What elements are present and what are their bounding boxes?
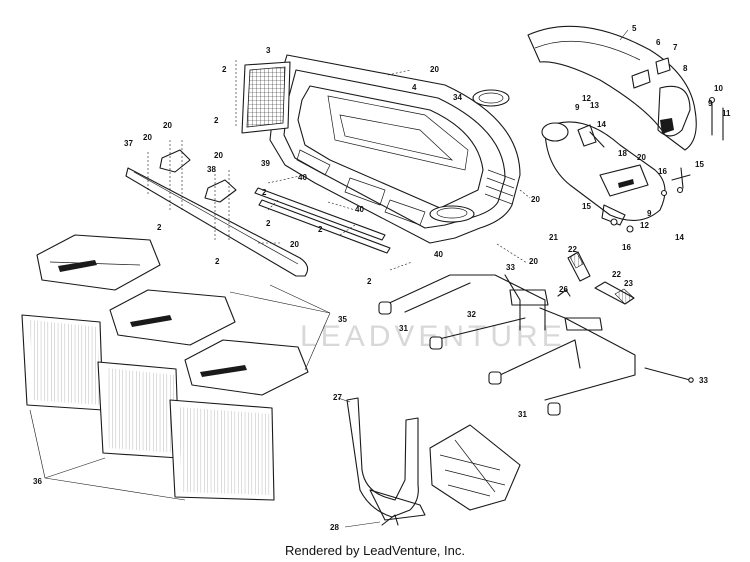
callout-9: 9 bbox=[575, 103, 580, 112]
chute-hardware-parts bbox=[631, 57, 724, 141]
callout-8: 8 bbox=[683, 64, 688, 73]
pins-parts-21-22-23 bbox=[567, 251, 635, 305]
callout-15: 15 bbox=[695, 160, 704, 169]
callout-9: 9 bbox=[647, 209, 652, 218]
callout-35: 35 bbox=[338, 315, 347, 324]
callout-40: 40 bbox=[355, 205, 364, 214]
discharge-chute-part-5 bbox=[527, 25, 697, 221]
callout-14: 14 bbox=[597, 120, 606, 129]
callout-2: 2 bbox=[222, 65, 227, 74]
callout-3: 3 bbox=[266, 46, 271, 55]
chute-bracket-parts bbox=[577, 124, 691, 233]
callout-20: 20 bbox=[531, 195, 540, 204]
callout-40: 40 bbox=[434, 250, 443, 259]
callout-39: 39 bbox=[261, 159, 270, 168]
callout-37: 37 bbox=[124, 139, 133, 148]
screen-part-3 bbox=[241, 61, 291, 134]
callout-20: 20 bbox=[163, 121, 172, 130]
callout-16: 16 bbox=[622, 243, 631, 252]
callout-2: 2 bbox=[262, 188, 267, 197]
callout-11: 11 bbox=[722, 109, 731, 118]
callout-2: 2 bbox=[215, 257, 220, 266]
grass-bag-3 bbox=[169, 339, 309, 501]
bag-frame-part-32 bbox=[384, 274, 694, 401]
callout-33: 33 bbox=[699, 376, 708, 385]
callout-20: 20 bbox=[430, 65, 439, 74]
callout-20: 20 bbox=[214, 151, 223, 160]
callout-22: 22 bbox=[568, 245, 577, 254]
hardware-bolts bbox=[147, 60, 531, 271]
callout-2: 2 bbox=[266, 219, 271, 228]
render-credit: Rendered by LeadVenture, Inc. bbox=[285, 543, 465, 558]
tube-caps-part-31 bbox=[378, 301, 561, 416]
handle-part-27 bbox=[346, 397, 426, 526]
callout-20: 20 bbox=[637, 153, 646, 162]
callout-31: 31 bbox=[399, 324, 408, 333]
callout-2: 2 bbox=[157, 223, 162, 232]
callout-21: 21 bbox=[549, 233, 558, 242]
bag-plate-part bbox=[429, 424, 521, 511]
callout-4: 4 bbox=[412, 83, 417, 92]
callout-12: 12 bbox=[640, 221, 649, 230]
top-cover-part-4 bbox=[269, 54, 521, 244]
callout-6: 6 bbox=[656, 38, 661, 47]
callout-27: 27 bbox=[333, 393, 342, 402]
callout-2: 2 bbox=[214, 116, 219, 125]
callout-9: 9 bbox=[708, 99, 713, 108]
callout-28: 28 bbox=[330, 523, 339, 532]
ring-part-34 bbox=[472, 89, 510, 107]
callout-2: 2 bbox=[318, 225, 323, 234]
callout-2: 2 bbox=[367, 277, 372, 286]
callout-40: 40 bbox=[298, 173, 307, 182]
callout-18: 18 bbox=[618, 149, 627, 158]
callout-33: 33 bbox=[506, 263, 515, 272]
callout-5: 5 bbox=[632, 24, 637, 33]
grass-bag-2 bbox=[97, 289, 236, 459]
callout-23: 23 bbox=[624, 279, 633, 288]
callout-10: 10 bbox=[714, 84, 723, 93]
callout-numbers: 2 3 20 4 34 5 6 7 8 10 9 11 12 13 9 14 2… bbox=[33, 24, 731, 532]
callout-20: 20 bbox=[529, 257, 538, 266]
callout-15: 15 bbox=[582, 202, 591, 211]
callout-12: 12 bbox=[582, 94, 591, 103]
callout-34: 34 bbox=[453, 93, 462, 102]
callout-20: 20 bbox=[290, 240, 299, 249]
support-bars-parts-37-39 bbox=[125, 149, 391, 277]
callout-leader-lines bbox=[29, 29, 629, 528]
callout-38: 38 bbox=[207, 165, 216, 174]
callout-32: 32 bbox=[467, 310, 476, 319]
callout-14: 14 bbox=[675, 233, 684, 242]
callout-26: 26 bbox=[559, 285, 568, 294]
callout-20: 20 bbox=[143, 133, 152, 142]
callout-22: 22 bbox=[612, 270, 621, 279]
callout-13: 13 bbox=[590, 101, 599, 110]
callout-31: 31 bbox=[518, 410, 527, 419]
grass-bag-1 bbox=[21, 234, 161, 411]
callout-36: 36 bbox=[33, 477, 42, 486]
callout-7: 7 bbox=[673, 43, 678, 52]
callout-16: 16 bbox=[658, 167, 667, 176]
